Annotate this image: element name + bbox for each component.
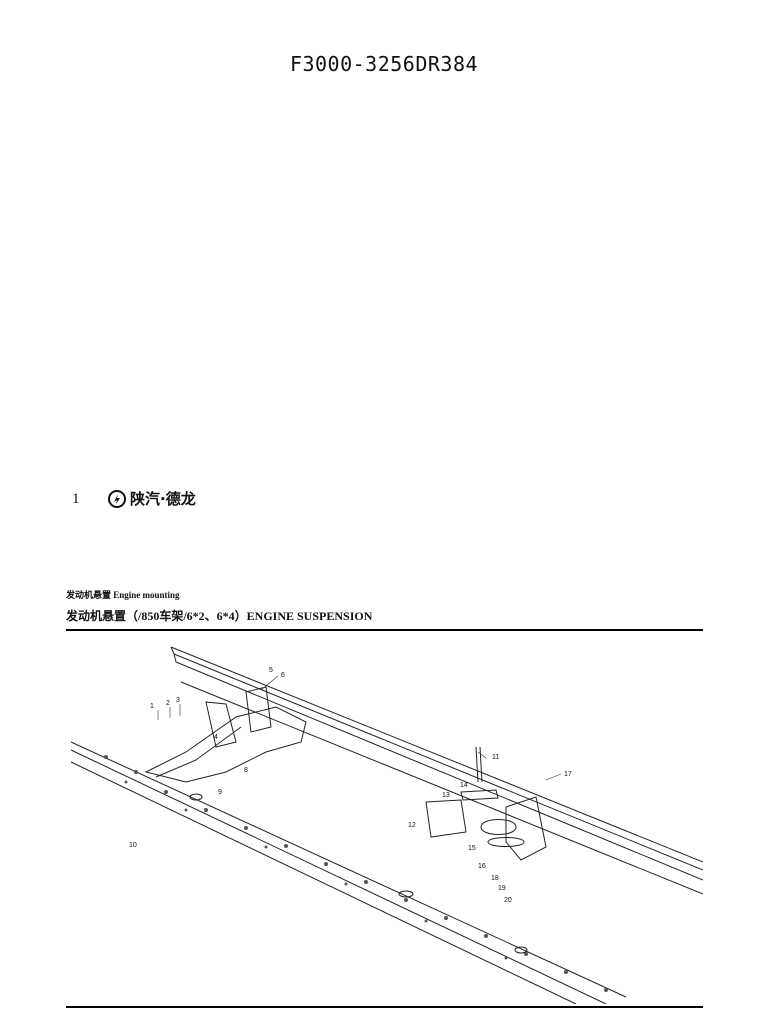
callout-15: 15: [468, 845, 476, 852]
engine-suspension-diagram: 1 2 3 4 5 6 8 9 10 11 12 13 14 15 16 17 …: [70, 646, 703, 1004]
callout-5: 5: [269, 667, 273, 674]
callout-1: 1: [150, 703, 154, 710]
callout-16: 16: [478, 863, 486, 870]
callout-11: 11: [492, 754, 499, 761]
section-title: 发动机悬置（/850车架/6*2、6*4）ENGINE SUSPENSION: [66, 609, 373, 623]
document-code: F3000-3256DR384: [289, 52, 479, 76]
brand-logo: 陕汽·德龙: [108, 488, 196, 509]
shacman-logo-icon: [108, 489, 126, 508]
callout-4: 4: [214, 734, 218, 741]
callout-3: 3: [176, 697, 180, 704]
callout-10: 10: [129, 842, 137, 849]
callout-8: 8: [244, 767, 248, 774]
callout-9: 9: [218, 789, 222, 796]
bottom-rule: [66, 1006, 703, 1008]
section-small-heading: 发动机悬置 Engine mounting: [66, 590, 180, 600]
callout-18: 18: [491, 875, 499, 882]
callout-12: 12: [408, 822, 416, 829]
top-rule: [66, 629, 703, 631]
callout-13: 13: [442, 792, 450, 799]
callout-17: 17: [564, 771, 572, 778]
callout-2: 2: [166, 700, 170, 707]
callout-20: 20: [504, 897, 512, 904]
page-number: 1: [72, 491, 80, 507]
brand-name: 陕汽·德龙: [130, 490, 196, 508]
callout-19: 19: [498, 885, 506, 892]
callout-14: 14: [460, 782, 468, 789]
callout-6: 6: [281, 672, 285, 679]
